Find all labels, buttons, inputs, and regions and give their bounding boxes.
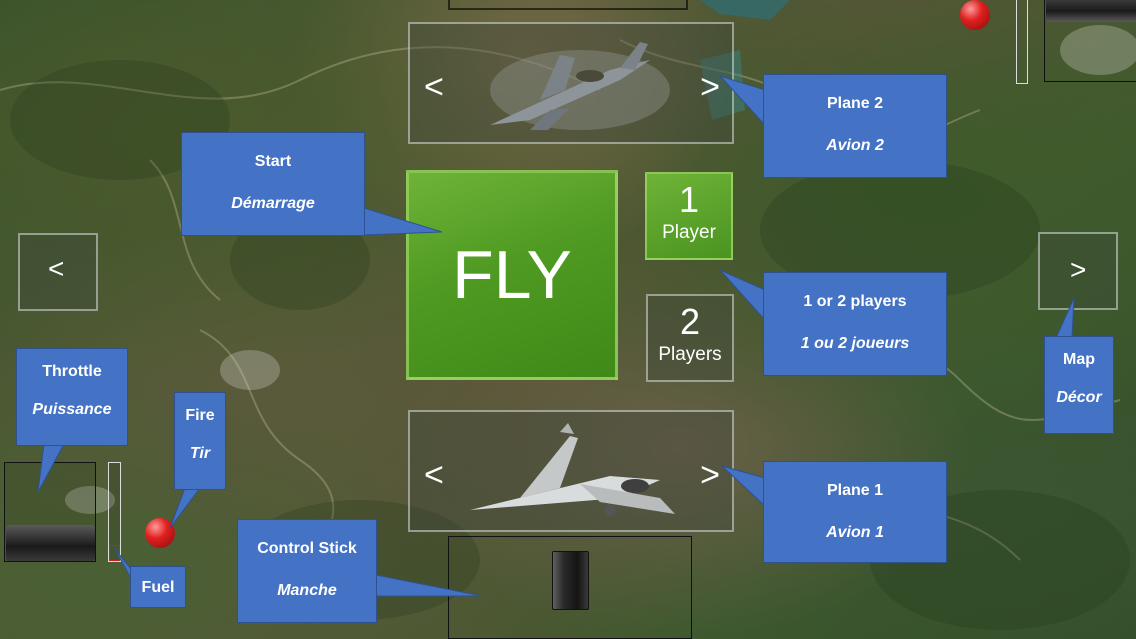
map-next-arrow: > — [1070, 254, 1087, 285]
two-players-button[interactable]: 2 Players — [646, 294, 734, 382]
callout-throttle: Throttle Puissance — [16, 348, 128, 446]
callout-plane2: Plane 2 Avion 2 — [763, 74, 947, 178]
callout-plane2-en: Plane 2 — [826, 95, 884, 112]
map-prev-arrow: < — [48, 253, 65, 284]
callout-fuel: Fuel — [130, 566, 186, 608]
plane2-selector: < > — [408, 22, 734, 144]
callout-stick-fr: Manche — [277, 582, 337, 599]
callout-fuel-en: Fuel — [141, 579, 175, 596]
callout-map-fr: Décor — [1056, 389, 1102, 406]
fly-label: FLY — [452, 237, 572, 313]
map-next-button[interactable]: > — [1038, 232, 1118, 310]
one-player-label: Player — [662, 222, 716, 243]
callout-stick: Control Stick Manche — [237, 519, 377, 623]
callout-plane1-en: Plane 1 — [826, 482, 884, 499]
callout-map: Map Décor — [1044, 336, 1114, 434]
fire-button[interactable] — [145, 518, 175, 548]
callout-plane1-fr: Avion 1 — [826, 524, 884, 541]
plane2-prev-arrow[interactable]: < — [424, 68, 444, 106]
fuel-gauge-top — [1016, 0, 1028, 84]
callout-map-en: Map — [1063, 351, 1095, 368]
callout-start-en: Start — [254, 153, 292, 170]
callout-fire: Fire Tir — [174, 392, 226, 490]
two-players-number: 2 — [679, 301, 701, 342]
callout-players: 1 or 2 players 1 ou 2 joueurs — [763, 272, 947, 376]
callout-fire-en: Fire — [185, 407, 215, 424]
callout-stick-en: Control Stick — [257, 540, 357, 557]
throttle-slider-handle-top[interactable] — [1046, 0, 1136, 22]
callout-start-fr: Démarrage — [231, 195, 315, 212]
callout-start: Start Démarrage — [181, 132, 365, 236]
plane1-image — [470, 423, 675, 516]
plane1-next-arrow[interactable]: > — [700, 456, 720, 494]
plane1-selector: < > — [408, 410, 734, 532]
top-edge-frame — [448, 0, 688, 10]
throttle-slider-handle[interactable] — [6, 525, 95, 561]
control-stick-knob[interactable] — [552, 551, 589, 610]
one-player-number: 1 — [678, 179, 700, 220]
callout-players-en: 1 or 2 players — [803, 293, 907, 310]
throttle-slider-track-top[interactable] — [1044, 0, 1136, 82]
callout-throttle-en: Throttle — [42, 363, 102, 380]
callout-plane2-fr: Avion 2 — [826, 137, 884, 154]
fuel-gauge — [108, 462, 121, 562]
callout-throttle-fr: Puissance — [32, 401, 112, 418]
plane2-image — [490, 42, 670, 130]
plane1-prev-arrow[interactable]: < — [424, 456, 444, 494]
plane2-next-arrow[interactable]: > — [700, 68, 720, 106]
callout-fire-fr: Tir — [189, 445, 211, 462]
fly-button[interactable]: FLY — [406, 170, 618, 380]
two-players-label: Players — [658, 344, 722, 365]
one-player-button[interactable]: 1 Player — [645, 172, 733, 260]
fire-button-top[interactable] — [960, 0, 990, 30]
fuel-gauge-level — [109, 545, 120, 561]
callout-players-fr: 1 ou 2 joueurs — [800, 335, 910, 352]
map-prev-button[interactable]: < — [18, 233, 98, 311]
callout-plane1: Plane 1 Avion 1 — [763, 461, 947, 563]
